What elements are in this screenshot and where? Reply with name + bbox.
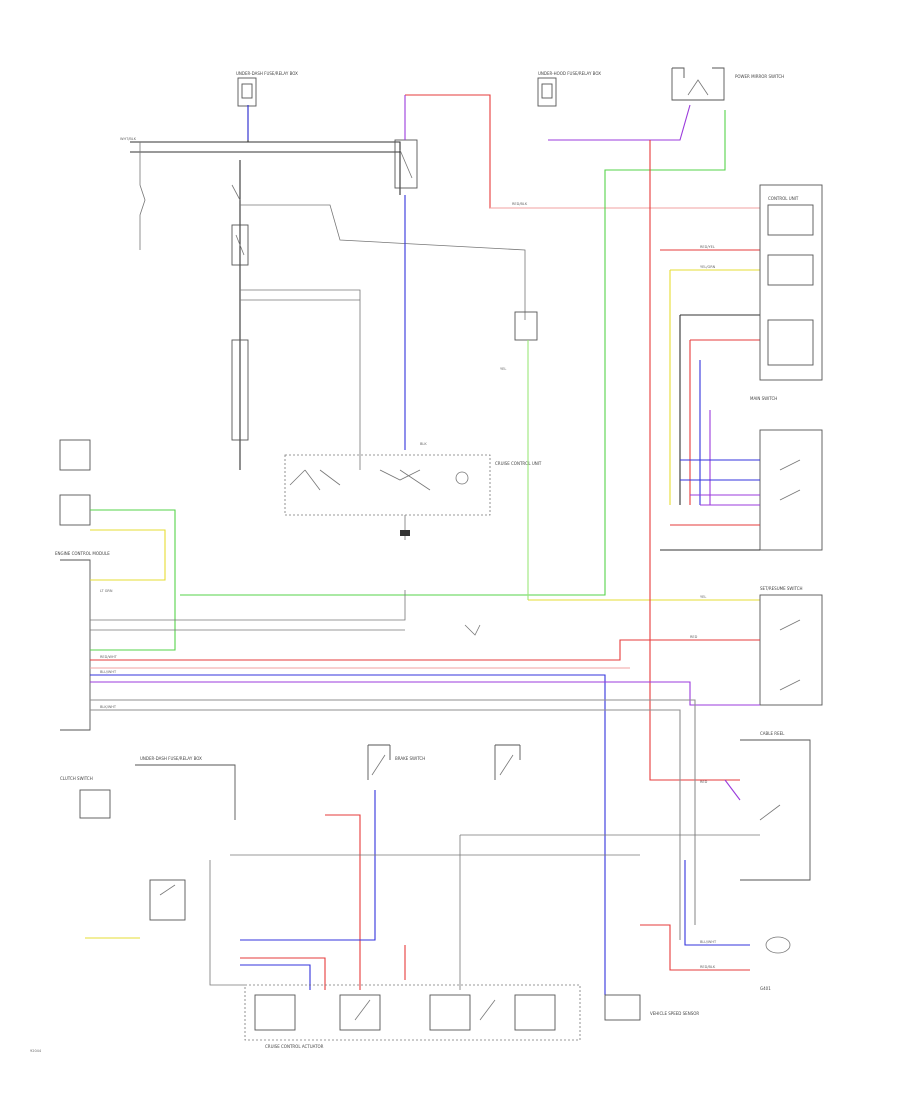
wire-label-9: BLU/WHT [100,670,117,674]
brake-switch-2 [494,744,521,780]
wire-label-8: RED/WHT [100,655,118,659]
mirror-switch-top: POWER MIRROR SWITCH [671,67,784,101]
main-switch-label: MAIN SWITCH [750,396,777,401]
wire-blue-bottom1 [240,790,376,941]
steering-cable-label: CABLE REEL [760,731,785,736]
wire-blue-lower1 [90,674,606,995]
wire-label-7: LT GRN [100,589,113,593]
bottom-fuse-box: UNDER-DASH FUSE/RELAY BOX [135,756,236,820]
fuse-box-top-left-label: UNDER-DASH FUSE/RELAY BOX [236,71,298,76]
wire-blue-bottom4 [684,860,750,946]
wire-red-right-box2 [689,339,760,505]
bottom-fuse-label: UNDER-DASH FUSE/RELAY BOX [140,756,202,761]
wire-yellow-ecm [90,529,166,581]
vss-label: VEHICLE SPEED SENSOR [650,1011,699,1016]
actuator-connectors: CRUISE CONTROL ACTUATOR [244,984,581,1049]
wire-black-right-box [679,314,760,505]
set-resume-label: SET/RESUME SWITCH [760,586,803,591]
wire-gray-lower2 [90,709,681,940]
relay-center [394,139,418,189]
fuse-box-top-right-label: UNDER-HOOD FUSE/RELAY BOX [538,71,601,76]
wire-green-long [180,110,726,596]
wire-label-5: YEL [700,595,706,599]
actuator-label: CRUISE CONTROL ACTUATOR [265,1044,324,1049]
wire-label-13: RED [700,780,708,784]
bottom-left-switch: CLUTCH SWITCH [60,776,186,921]
wire-black-bottom2 [209,860,245,986]
brake-switch-label: BRAKE SWITCH [395,756,425,761]
wire-red-bottom2 [240,957,326,990]
wire-red-right [649,140,740,781]
wire-red-lower1 [90,639,760,661]
relay-left [231,224,249,266]
wire-label-14: BLU/WHT [700,940,717,944]
vss-box: VEHICLE SPEED SENSOR [604,994,699,1021]
wire-label-12: YEL [500,367,506,371]
bottom-right-switch: CABLE REEL [724,731,811,881]
wire-label-6: RED [690,635,698,639]
wire-label-1: WHT/BLK [120,137,137,141]
fuse-box-top-left: UNDER-DASH FUSE/RELAY BOX [236,71,298,107]
wire-red-bottom1 [325,814,361,990]
wire-purple-lower1 [90,681,760,706]
wire-blue-bottom2 [240,964,311,990]
control-unit-right: CONTROL UNIT [759,184,823,381]
control-unit-label: CONTROL UNIT [768,196,799,201]
fuse-box-top-right: UNDER-HOOD FUSE/RELAY BOX [537,71,601,107]
wire-label-11: BLK [420,442,427,446]
wire-green-ecm [90,509,176,651]
wire-label-4: YEL/GRN [700,265,716,269]
ecm-connector: ENGINE CONTROL MODULE [55,439,110,731]
ecm-label: ENGINE CONTROL MODULE [55,551,110,556]
mirror-switch-label: POWER MIRROR SWITCH [735,74,784,79]
wire-label-15: RED/BLK [700,965,716,969]
ground-symbol [400,515,481,636]
wire-red-top [405,94,545,209]
wire-label-10: BLK/WHT [100,705,117,709]
wire-gray-lower1 [90,699,696,925]
horn-sensor: G401 [760,936,791,991]
relay-lower-left [231,339,249,441]
wire-yellow-right-box [669,269,760,505]
clutch-switch-label: CLUTCH SWITCH [60,776,93,781]
wire-black-lower [90,590,406,621]
wire-label-3: RED/YEL [700,245,715,249]
main-bus-wires [130,105,526,470]
switch-label: CRUISE CONTROL UNIT [495,461,542,466]
cruise-box-right: MAIN SWITCH [750,396,823,551]
page-code: 92044 [30,1049,42,1053]
wire-purple-mid [548,104,691,141]
brake-switch: BRAKE SWITCH [367,744,425,780]
wire-label-2: RED/BLK [512,202,528,206]
ground-label: G401 [760,986,771,991]
set-resume-switch-box: SET/RESUME SWITCH [759,586,823,706]
relay-mid-right [514,311,538,341]
combination-switch: CRUISE CONTROL UNIT [284,454,542,516]
wire-red-bottom4 [640,924,750,971]
